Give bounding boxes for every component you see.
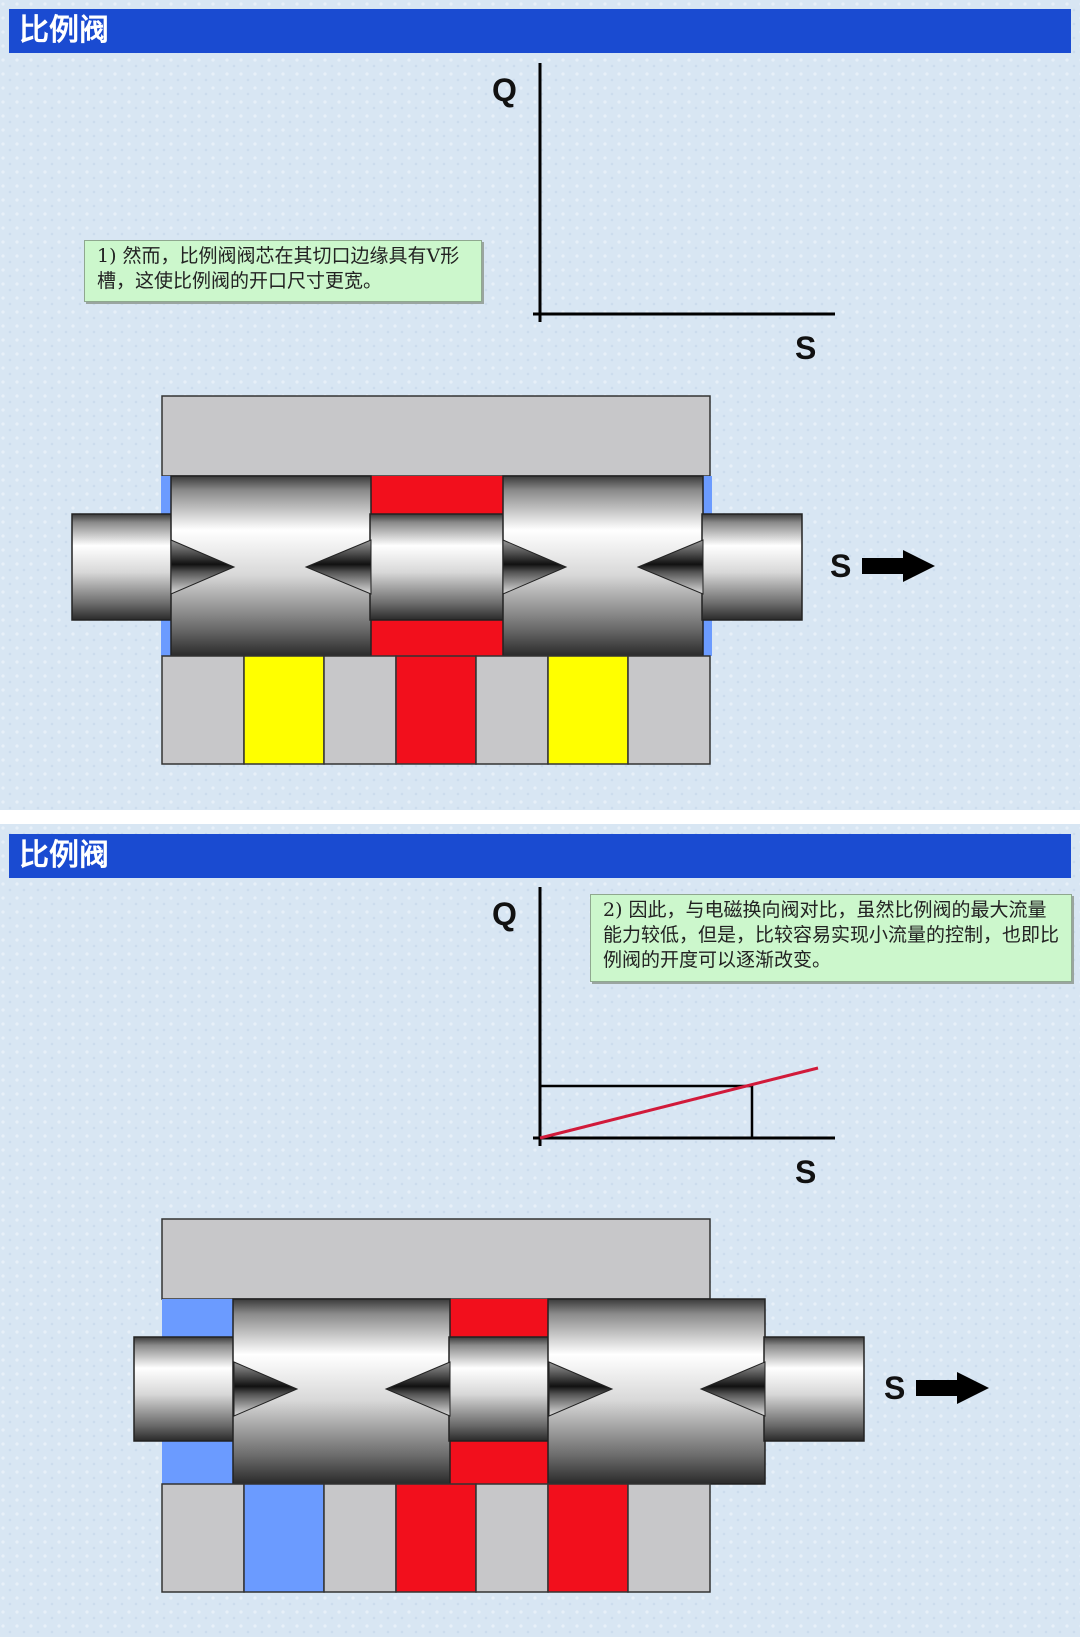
pressure-chamber-bottom xyxy=(449,1438,549,1484)
v-notch xyxy=(548,1361,614,1417)
slide-title: 比例阀 xyxy=(9,9,1071,53)
qs-graph xyxy=(533,887,835,1146)
note-box: 1) 然而，比例阀阀芯在其切口边缘具有V形槽，这使比例阀的开口尺寸更宽。 xyxy=(84,240,482,302)
slide-title: 比例阀 xyxy=(9,834,1071,878)
v-notch xyxy=(384,1361,451,1417)
spool xyxy=(71,475,803,657)
v-notch xyxy=(636,539,704,595)
valve-body-top xyxy=(161,395,711,477)
note-box: 2) 因此，与电磁换向阀对比，虽然比例阀的最大流量能力较低，但是，比较容易实现小… xyxy=(590,894,1072,982)
port-pressure xyxy=(547,1483,629,1593)
spool-center xyxy=(448,1336,550,1442)
bottom-ports xyxy=(161,655,711,765)
slide-1: 比例阀 1) 然而，比例阀阀芯在其切口边缘具有V形槽，这使比例阀的开口尺寸更宽。… xyxy=(0,0,1080,810)
port-pressure xyxy=(395,655,477,765)
port-yellow xyxy=(243,655,325,765)
s-axis-label: S xyxy=(795,330,817,366)
port-yellow xyxy=(547,655,629,765)
tank-chamber-bottom xyxy=(162,1438,234,1484)
spool-center xyxy=(369,513,505,621)
spool-end-left xyxy=(133,1336,235,1442)
v-notch xyxy=(233,1361,299,1417)
qs-graph xyxy=(533,63,835,322)
v-notch xyxy=(699,1361,766,1417)
q-axis-label: Q xyxy=(492,72,517,108)
spool-end-right xyxy=(763,1336,865,1442)
pressure-chamber-top xyxy=(449,1299,549,1337)
valve-body-top xyxy=(161,1218,711,1300)
spool-end-left xyxy=(71,513,173,621)
pressure-chamber-bottom xyxy=(370,620,504,660)
spool-end-right xyxy=(701,513,803,621)
right-arrow-icon xyxy=(862,550,935,582)
valve-diagram xyxy=(71,63,935,765)
valve-diagram xyxy=(133,887,989,1593)
v-notch xyxy=(170,539,236,595)
spool-direction-label: S xyxy=(830,548,852,584)
tank-chamber-top xyxy=(162,1299,234,1337)
spool-direction-label: S xyxy=(884,1370,906,1406)
port-tank xyxy=(243,1483,325,1593)
pressure-chamber-top xyxy=(370,476,504,514)
flow-characteristic-line xyxy=(539,1066,819,1140)
port-pressure xyxy=(395,1483,477,1593)
s-axis-label: S xyxy=(795,1154,817,1190)
q-axis-label: Q xyxy=(492,896,517,932)
spool xyxy=(133,1298,865,1485)
v-notch xyxy=(304,539,372,595)
bottom-ports xyxy=(161,1483,711,1593)
slide-2: 比例阀 2) 因此，与电磁换向阀对比，虽然比例阀的最大流量能力较低，但是，比较容… xyxy=(0,824,1080,1637)
right-arrow-icon xyxy=(916,1372,989,1404)
v-notch xyxy=(502,539,568,595)
